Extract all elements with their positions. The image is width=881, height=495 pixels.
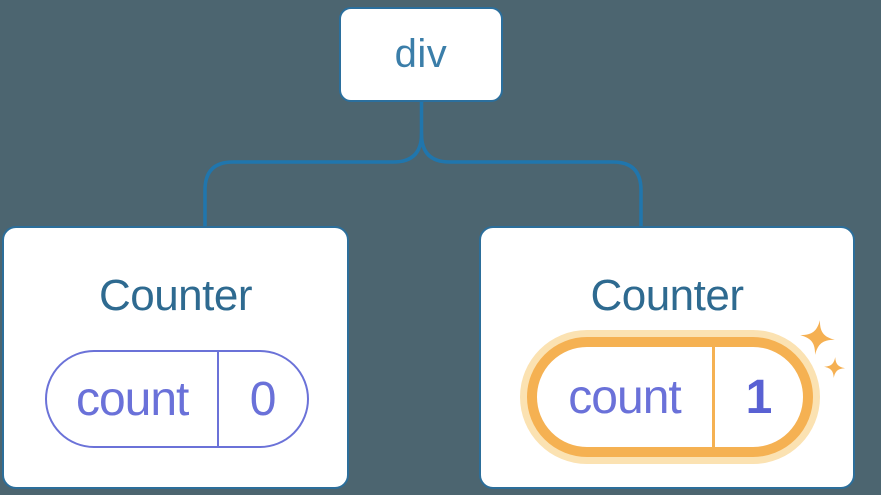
sparkle-icon (824, 357, 845, 378)
counter-card-left: Counter count 0 (2, 226, 349, 489)
connector-right-branch (419, 132, 643, 229)
state-pill-highlighted: count 1 (527, 337, 813, 457)
state-value-cell: 1 (715, 347, 803, 447)
root-node: div (339, 7, 503, 102)
state-key-cell: count (537, 347, 716, 447)
state-key-cell: count (47, 352, 220, 446)
counter-card-right: Counter count 1 (479, 226, 855, 489)
root-node-label: div (394, 32, 448, 76)
card-title: Counter (98, 271, 253, 320)
sparkle-icon (800, 320, 835, 355)
card-title: Counter (590, 271, 744, 320)
state-key-label: count (568, 370, 681, 424)
state-value: 1 (745, 370, 773, 424)
connector-left-branch (203, 98, 424, 229)
state-value-cell: 0 (219, 352, 307, 446)
state-value: 0 (249, 372, 277, 426)
state-pill: count 0 (45, 350, 309, 448)
state-key-label: count (75, 372, 189, 426)
